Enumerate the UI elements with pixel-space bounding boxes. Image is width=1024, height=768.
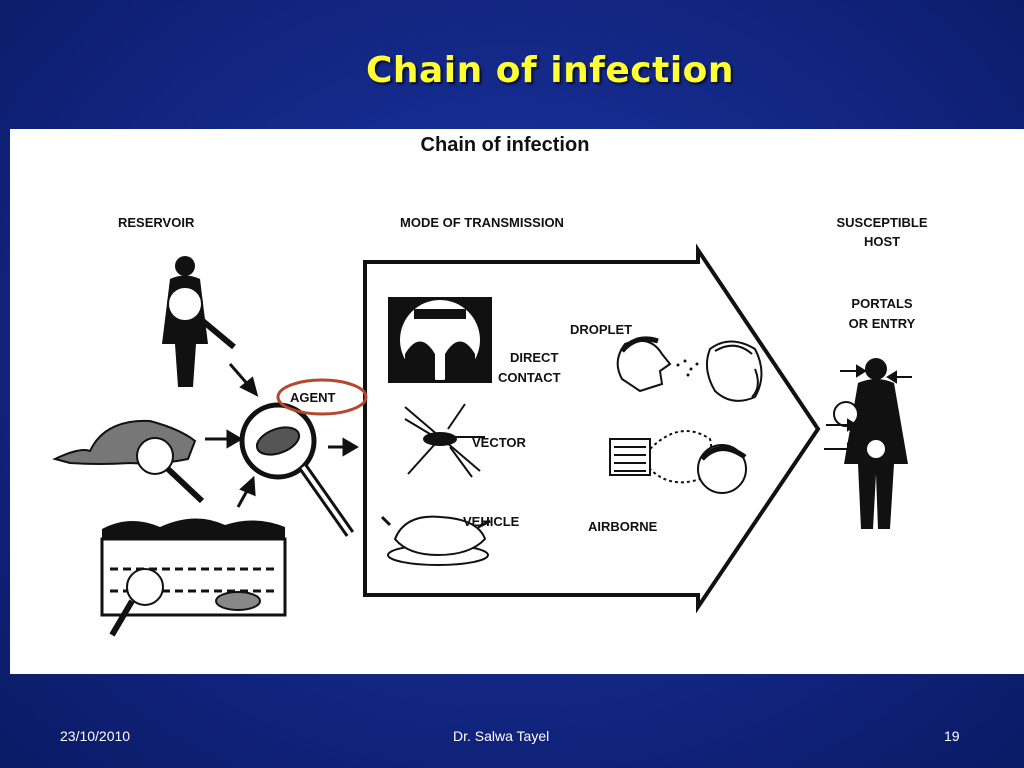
direct-contact-label-line2: CONTACT (498, 370, 561, 385)
portals-label-line1: PORTALS (851, 296, 912, 311)
portal-of-entry-arrows (824, 364, 912, 456)
mode-of-transmission-label: MODE OF TRANSMISSION (400, 215, 564, 230)
portals-label-line2: OR ENTRY (849, 316, 916, 331)
agent-highlight-circle (276, 378, 368, 416)
reservoir-to-agent-arrows (205, 363, 359, 508)
direct-contact-label-line1: DIRECT (510, 350, 558, 365)
footer-author: Dr. Salwa Tayel (453, 728, 550, 744)
droplet-label: DROPLET (570, 322, 632, 337)
susceptible-host-figure-icon (833, 358, 908, 529)
susceptible-host-label-line1: SUSCEPTIBLE (836, 215, 927, 230)
animal-reservoir-icon (52, 419, 205, 504)
footer-date: 23/10/2010 (60, 728, 131, 744)
vector-label: VECTOR (472, 435, 527, 450)
airborne-picture (609, 430, 747, 494)
vehicle-food-icon (380, 515, 491, 566)
droplet-faces-picture (616, 336, 763, 402)
agent-label: AGENT (290, 390, 336, 405)
vector-mosquito-icon (404, 403, 485, 478)
susceptible-host-label-line2: HOST (864, 234, 900, 249)
human-reservoir-icon (162, 256, 236, 387)
vehicle-label: VEHICLE (463, 514, 520, 529)
slide-title: Chain of infection (365, 50, 735, 91)
footer-page-number: 19 (944, 728, 960, 744)
airborne-label: AIRBORNE (588, 519, 658, 534)
reservoir-label: RESERVOIR (118, 215, 195, 230)
direct-contact-picture (388, 297, 492, 383)
figure-title: Chain of infection (421, 134, 590, 156)
agent-magnifier-icon (239, 402, 355, 537)
transmission-arrow (363, 243, 821, 614)
diagram-canvas: Chain of infection RESERVOIR MODE OF TRA… (52, 134, 928, 637)
environment-reservoir-icon (100, 518, 287, 637)
chain-of-infection-figure: Chain of infection RESERVOIR MODE OF TRA… (10, 129, 1024, 674)
